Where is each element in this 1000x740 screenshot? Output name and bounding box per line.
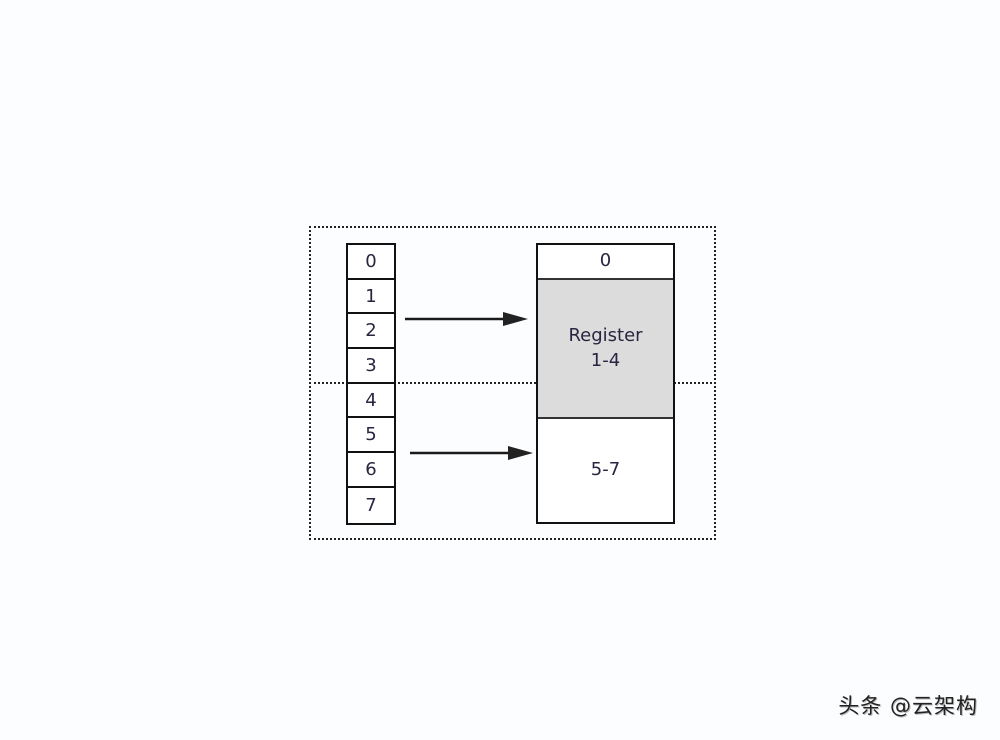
arrow-icon [405,311,529,327]
dotted-group-divider [309,382,716,384]
index-slot-5: 5 [348,418,394,454]
watermark: 头条 @云架构 [838,694,978,718]
index-slot-6: 6 [348,453,394,488]
register-column: 0 Register 1-4 5-7 [536,243,675,524]
register-block-1-4: Register 1-4 [538,280,673,419]
arrow-icon [410,445,534,461]
index-slot-2: 2 [348,314,394,350]
register-block-5-7: 5-7 [590,459,621,481]
index-slot-7: 7 [365,494,377,516]
register-label: Register [568,325,643,347]
index-slot-column: 0 1 2 3 4 5 6 7 [346,243,396,525]
index-slot-0: 0 [348,245,394,280]
index-slot-1: 1 [348,280,394,315]
register-block-0: 0 [538,245,673,280]
index-slot-3: 3 [348,349,394,384]
register-range: 1-4 [590,349,621,371]
index-slot-4: 4 [348,384,394,419]
